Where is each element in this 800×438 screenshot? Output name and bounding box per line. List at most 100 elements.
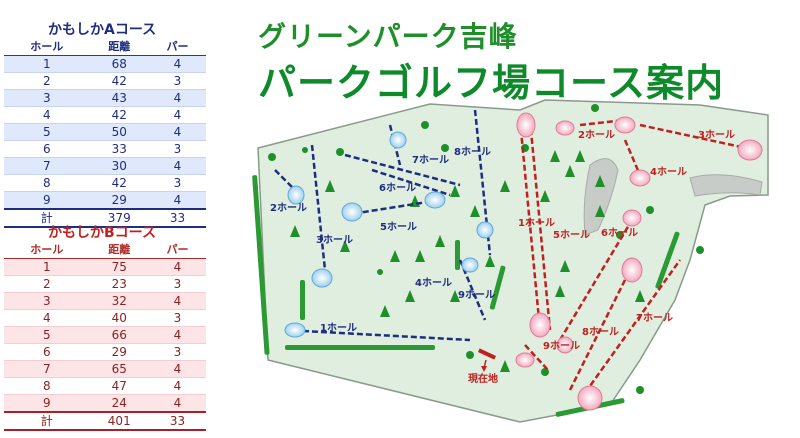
cell-distance: 47: [89, 377, 149, 395]
rough-area: [583, 158, 619, 236]
cell-distance: 42: [89, 72, 149, 90]
total-distance: 401: [89, 411, 149, 431]
total-distance: 379: [89, 208, 149, 228]
total-par: 33: [148, 208, 206, 228]
title-course-guide: パークゴルフ場コース案内: [258, 61, 725, 105]
map-label-a-hole-2: 2ホール: [270, 202, 307, 214]
title-park-name: グリーンパーク吉峰: [258, 20, 518, 53]
map-label-b-hole-9: 9ホール: [543, 340, 580, 352]
map-label-a-hole-4: 4ホール: [415, 277, 452, 289]
map-label-b-hole-8: 8ホール: [582, 326, 619, 338]
cell-distance: 29: [89, 343, 149, 361]
map-label-b-hole-4: 4ホール: [650, 166, 687, 178]
cell-par: 3: [148, 343, 206, 361]
cell-distance: 32: [89, 292, 149, 310]
cell-hole: 1: [4, 258, 90, 276]
park-area: [257, 99, 769, 423]
course-a-greens: [284, 131, 494, 338]
cell-distance: 42: [89, 106, 149, 124]
current-location-label: 現在地: [468, 372, 498, 385]
cell-par: 4: [148, 89, 206, 107]
cell-par: 4: [148, 377, 206, 395]
map-label-a-hole-5: 5ホール: [380, 221, 417, 233]
cell-par: 4: [148, 258, 206, 276]
cell-distance: 50: [89, 123, 149, 141]
course-b-holes: [518, 118, 756, 401]
course-b-greens: [515, 112, 763, 411]
header-hole: ホール: [4, 39, 90, 56]
header-distance: 距離: [89, 242, 149, 259]
total-par: 33: [148, 411, 206, 431]
cell-distance: 68: [89, 55, 149, 73]
cell-par: 3: [148, 275, 206, 293]
cell-hole: 7: [4, 157, 90, 175]
cell-distance: 23: [89, 275, 149, 293]
cell-par: 4: [148, 157, 206, 175]
map-label-b-hole-6: 6ホール: [601, 227, 638, 239]
total-label: 計: [4, 411, 90, 431]
map-label-a-hole-8: 8ホール: [454, 146, 491, 158]
arrow-down-icon: [481, 366, 487, 372]
cell-distance: 29: [89, 191, 149, 210]
header-hole: ホール: [4, 242, 90, 259]
cell-par: 4: [148, 360, 206, 378]
cell-par: 4: [148, 55, 206, 73]
cell-hole: 6: [4, 343, 90, 361]
cell-hole: 2: [4, 72, 90, 90]
cell-par: 4: [148, 292, 206, 310]
cell-hole: 8: [4, 377, 90, 395]
cell-hole: 2: [4, 275, 90, 293]
map-label-b-hole-5: 5ホール: [553, 229, 590, 241]
map-label-b-hole-7: 7ホール: [636, 312, 673, 324]
map-label-a-hole-9: 9ホール: [458, 289, 495, 301]
map-label-a-hole-6: 6ホール: [379, 182, 416, 194]
cell-hole: 4: [4, 309, 90, 327]
map-label-a-hole-1: 1ホール: [320, 322, 357, 334]
course-b-caption: かもしかBコース: [48, 225, 156, 241]
cell-distance: 65: [89, 360, 149, 378]
cell-par: 3: [148, 174, 206, 192]
cell-distance: 42: [89, 174, 149, 192]
cell-par: 3: [148, 309, 206, 327]
cell-distance: 30: [89, 157, 149, 175]
table-header-row: ホール 距離 パー: [4, 39, 206, 56]
cell-distance: 75: [89, 258, 149, 276]
rough-area: [689, 174, 763, 197]
cell-hole: 9: [4, 394, 90, 413]
current-location-marker: [477, 348, 497, 372]
cell-par: 4: [148, 106, 206, 124]
cell-hole: 4: [4, 106, 90, 124]
cell-hole: 9: [4, 191, 90, 210]
table-header-row: ホール 距離 パー: [4, 242, 206, 259]
total-label: 計: [4, 208, 90, 228]
cell-hole: 5: [4, 326, 90, 344]
cell-distance: 66: [89, 326, 149, 344]
cell-hole: 3: [4, 292, 90, 310]
map-label-b-hole-3: 3ホール: [698, 129, 735, 141]
header-par: パー: [148, 242, 206, 259]
map-label-b-hole-2: 2ホール: [578, 129, 615, 141]
cell-par: 4: [148, 326, 206, 344]
map-label-a-hole-7: 7ホール: [412, 154, 449, 166]
cell-hole: 6: [4, 140, 90, 158]
cell-hole: 5: [4, 123, 90, 141]
cell-hole: 1: [4, 55, 90, 73]
